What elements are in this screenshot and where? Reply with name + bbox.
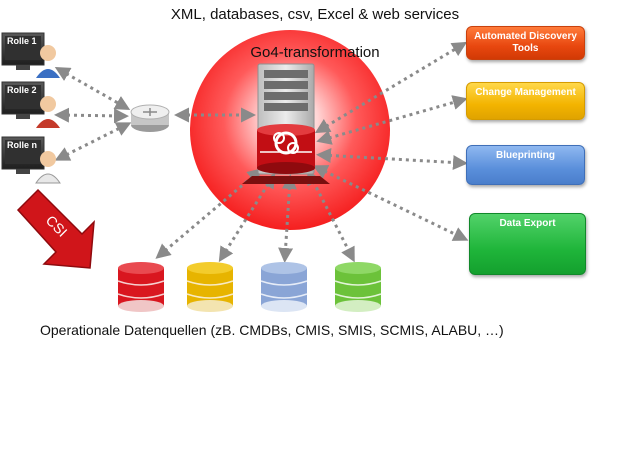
role-label-1: Rolle 1: [7, 36, 37, 46]
blueprinting-box: Blueprinting: [466, 145, 585, 185]
database-icon: [186, 262, 234, 312]
csi-arrow-icon: [16, 188, 95, 269]
database-icon: [334, 262, 382, 312]
data-sources-caption: Operationale Datenquellen (zB. CMDBs, CM…: [40, 322, 504, 338]
change-management-box: Change Management: [466, 82, 585, 120]
computer-user-icon: [1, 32, 60, 78]
blueprinting-label: Blueprinting: [496, 150, 555, 161]
transformation-title: Go4-transformation: [250, 44, 380, 61]
computer-user-icon: [1, 136, 61, 184]
page-title: XML, databases, csv, Excel & web service…: [170, 6, 460, 23]
connectors: [54, 41, 469, 263]
data-export-label: Data Export: [499, 218, 556, 229]
role-label-2: Rolle 2: [7, 85, 37, 95]
data-export-box: Data Export: [469, 213, 586, 275]
role-label-n: Rolle n: [7, 140, 38, 150]
database-icon: [260, 262, 308, 312]
hub-icon: [130, 104, 170, 132]
change-management-label: Change Management: [475, 87, 576, 98]
computer-user-icon: [1, 81, 60, 128]
automated-discovery-label: Automated Discovery Tools: [474, 31, 577, 54]
automated-discovery-box: Automated Discovery Tools: [466, 26, 585, 60]
central-database-icon: [257, 124, 315, 174]
database-icon: [117, 262, 165, 312]
